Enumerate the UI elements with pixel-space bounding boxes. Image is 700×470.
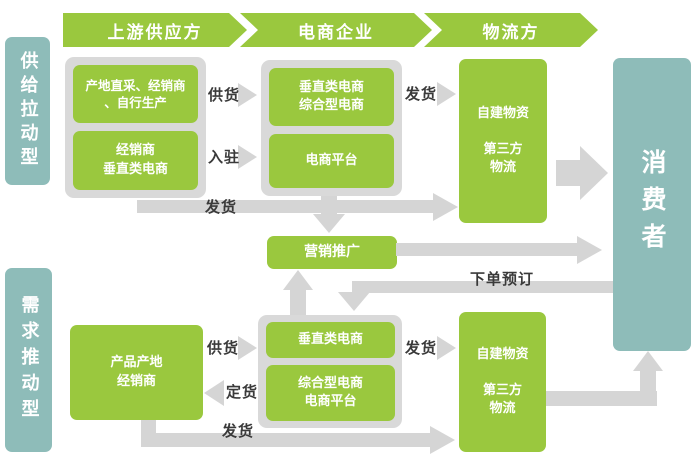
label-ship-long-top: 发货 — [205, 198, 238, 216]
box-distributor-vertical: 经销商 垂直类电商 — [73, 131, 198, 190]
banner-segment-logistics: 物流方 — [424, 13, 598, 47]
banner-label: 电商企业 — [298, 22, 374, 43]
box-comprehensive-platform-bottom: 综合型电商 电商平台 — [266, 365, 395, 421]
down-arrow-icon — [313, 214, 345, 233]
consumer-box: 消费者 — [613, 58, 691, 351]
box-direct-sourcing: 产地直采、经销商 、自行生产 — [73, 65, 198, 123]
connector-to-marketing — [321, 196, 337, 216]
side-label-supply-pull: 供给拉动型 — [5, 37, 50, 185]
connector-logistics-to-consumer-top — [556, 160, 582, 186]
connector-up-to-consumer — [640, 370, 656, 406]
right-arrow-icon — [238, 145, 257, 169]
banner-label: 物流方 — [482, 22, 540, 43]
box-self-logistics-top: 自建物资 第三方 物流 — [459, 59, 547, 223]
box-marketing: 营销推广 — [267, 236, 397, 269]
banner-label: 上游供应方 — [107, 22, 203, 43]
label-ship-long-bottom: 发货 — [222, 422, 255, 440]
label-ship-top: 发货 — [405, 85, 438, 103]
up-arrow-icon — [283, 270, 313, 290]
right-arrow-icon — [238, 336, 257, 360]
label-ship-bottom: 发货 — [405, 339, 438, 357]
label-order-booking: 下单预订 — [470, 270, 535, 288]
right-arrow-icon — [577, 236, 602, 264]
connector-logistics-to-consumer-bottom — [546, 391, 657, 406]
box-vertical-comprehensive: 垂直类电商 综合型电商 — [269, 68, 394, 126]
connector-ecommerce-to-marketing — [290, 287, 306, 315]
connector-ship-line-bottom — [141, 433, 433, 447]
right-arrow-icon — [430, 426, 455, 454]
left-arrow-icon — [204, 380, 224, 406]
label-order-goods: 定货 — [226, 383, 259, 401]
connector-ship-line-top — [137, 200, 433, 213]
up-arrow-icon — [633, 351, 663, 371]
box-ecommerce-platform: 电商平台 — [269, 134, 394, 188]
right-arrow-icon — [580, 146, 608, 200]
box-self-logistics-bottom: 自建物资 第三方 物流 — [459, 312, 546, 452]
connector-marketing-to-consumer — [396, 243, 579, 256]
box-vertical-ecommerce-bottom: 垂直类电商 — [266, 322, 395, 358]
right-arrow-icon — [238, 83, 257, 107]
box-producer-distributor: 产品产地 经销商 — [70, 325, 203, 420]
right-arrow-icon — [437, 336, 456, 360]
banner-segment-upstream-suppliers: 上游供应方 — [63, 13, 247, 47]
label-supply-bottom: 供货 — [207, 339, 240, 357]
connector-order-line — [352, 281, 613, 293]
side-label-demand-push: 需求推动型 — [5, 268, 52, 452]
label-supply-top: 供货 — [208, 86, 241, 104]
right-arrow-icon — [437, 82, 456, 106]
label-enter-platform: 入驻 — [208, 148, 241, 166]
down-arrow-icon — [338, 292, 370, 311]
right-arrow-icon — [433, 193, 458, 221]
banner-segment-ecommerce: 电商企业 — [240, 13, 432, 47]
